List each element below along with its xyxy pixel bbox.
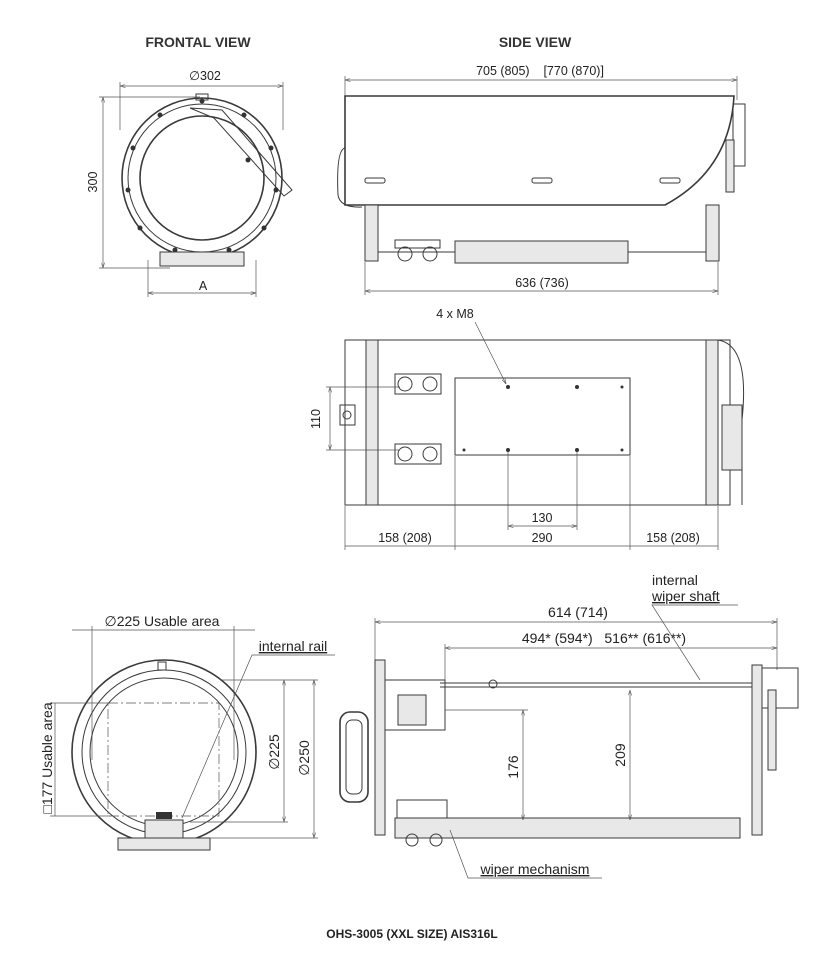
- section-side-view: 614 (714) 494* (594*) 516** (616**) inte…: [339, 572, 799, 879]
- outer-diameter-label: ∅250: [296, 740, 312, 776]
- frontal-diameter-label: ∅302: [189, 69, 221, 83]
- section-length-label: 614 (714): [548, 604, 608, 620]
- frontal-height-label: 300: [86, 172, 100, 193]
- inner-diameter-label: ∅225: [266, 734, 282, 770]
- side-overall-length-label: 705 (805) [770 (870)]: [476, 64, 604, 78]
- side-view: 705 (805) [770 (870)] 636 (736): [337, 64, 746, 295]
- shaft-label-line2: wiper shaft: [651, 588, 720, 604]
- wiper-mechanism-label: wiper mechanism: [480, 861, 590, 877]
- frontal-view-heading: FRONTAL VIEW: [145, 34, 251, 50]
- bolt-spec-label: 4 x M8: [436, 307, 474, 321]
- side-view-heading: SIDE VIEW: [499, 34, 572, 50]
- internal-rail-label: internal rail: [259, 638, 327, 654]
- center-span-label: 290: [532, 531, 553, 545]
- drawing-title: OHS-3005 (XXL SIZE) AIS316L: [326, 927, 497, 941]
- usable-square-label: □177 Usable area: [39, 702, 55, 813]
- vertical-spacing-label: 110: [309, 409, 323, 429]
- section-front-view: ∅225 Usable area internal rail ∅225 ∅250…: [39, 613, 335, 851]
- frontal-width-label: A: [199, 279, 208, 293]
- height-209-label: 209: [612, 743, 628, 767]
- section-sub-lengths-label: 494* (594*) 516** (616**): [522, 630, 686, 646]
- horizontal-spacing-label: 130: [532, 511, 553, 525]
- frontal-view: ∅302 300 A: [86, 69, 293, 297]
- side-leg-span-label: 636 (736): [515, 276, 569, 290]
- shaft-label-line1: internal: [652, 572, 698, 588]
- height-176-label: 176: [505, 755, 521, 779]
- left-offset-label: 158 (208): [378, 531, 432, 545]
- top-view: 4 x M8 110 130 158 (208) 290 158 (208): [309, 307, 745, 550]
- right-offset-label: 158 (208): [646, 531, 700, 545]
- usable-diameter-label: ∅225 Usable area: [105, 613, 220, 629]
